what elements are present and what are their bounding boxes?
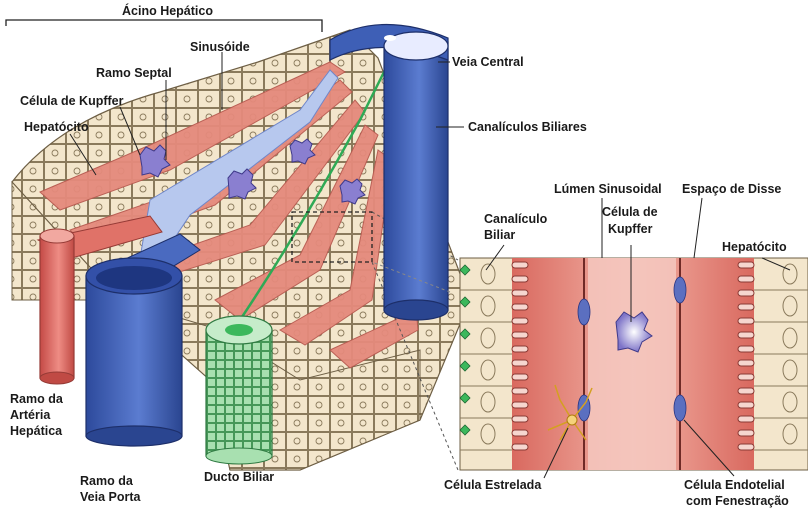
label-canaliculo-biliar-1: Canalículo	[484, 212, 547, 227]
label-canaliculo-biliar-2: Biliar	[484, 228, 515, 243]
label-celula-de-kupffer-1: Célula de	[602, 205, 658, 220]
label-hepatocito-left: Hepatócito	[24, 120, 89, 135]
label-celula-estrelada: Célula Estrelada	[444, 478, 541, 493]
bile-duct	[206, 316, 272, 464]
label-celula-endotelial-2: com Fenestração	[686, 494, 789, 509]
label-celula-de-kupffer-2: Kupffer	[608, 222, 652, 237]
label-hepatocito-right: Hepatócito	[722, 240, 787, 255]
label-ramo-arteria-2: Artéria	[10, 408, 50, 423]
label-ramo-veia-porta-1: Ramo da	[80, 474, 133, 489]
label-lumen-sinusoidal: Lúmen Sinusoidal	[554, 182, 662, 197]
acinus-bracket	[6, 20, 322, 32]
label-ramo-septal: Ramo Septal	[96, 66, 172, 81]
label-veia-central: Veia Central	[452, 55, 524, 70]
label-espaco-disse: Espaço de Disse	[682, 182, 781, 197]
label-ducto-biliar: Ducto Biliar	[204, 470, 274, 485]
label-celula-kupffer: Célula de Kupffer	[20, 94, 124, 109]
label-ramo-arteria-1: Ramo da	[10, 392, 63, 407]
label-sinusoide: Sinusóide	[190, 40, 250, 55]
label-canaliculos-biliares: Canalículos Biliares	[468, 120, 587, 135]
label-celula-endotelial-1: Célula Endotelial	[684, 478, 785, 493]
label-acino-hepatico: Ácino Hepático	[122, 4, 213, 19]
label-ramo-arteria-3: Hepática	[10, 424, 62, 439]
magnified-panel	[460, 258, 808, 470]
label-ramo-veia-porta-2: Veia Porta	[80, 490, 140, 505]
